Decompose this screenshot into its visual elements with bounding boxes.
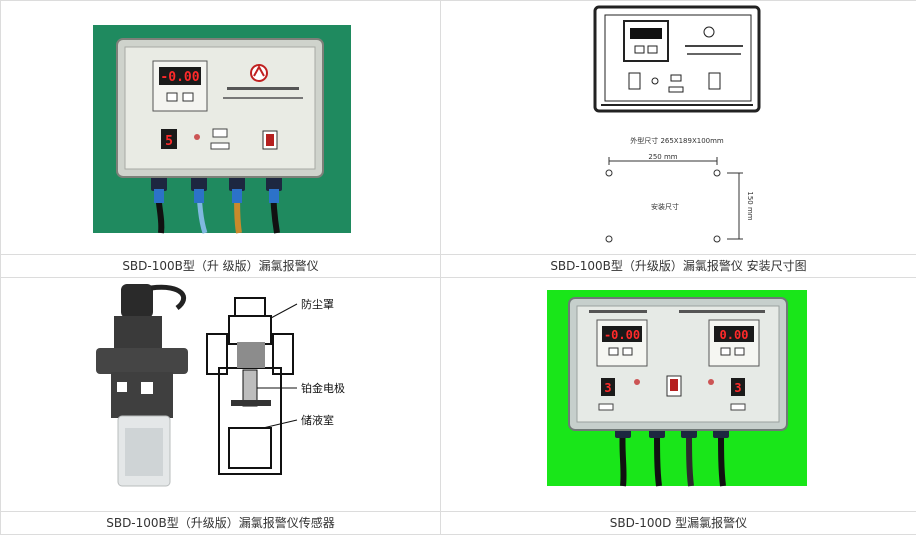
digit-right: 3 bbox=[734, 381, 741, 395]
display-reading: -0.00 bbox=[160, 70, 199, 85]
product-photo-sbd100d[interactable]: -0.00 0.00 3 3 bbox=[441, 278, 916, 513]
display-left-reading: -0.00 bbox=[604, 328, 640, 342]
product-card-sensor[interactable]: 防尘罩 铂金电极 储液室 SBD-100B型（升级版）漏氯报警仪传感器 bbox=[0, 278, 441, 535]
digit-left: 3 bbox=[604, 381, 611, 395]
height-dimension: 150 mm bbox=[746, 191, 754, 220]
label-dust-cap: 防尘罩 bbox=[301, 297, 334, 311]
product-caption[interactable]: SBD-100B型（升级版）漏氯报警仪 安装尺寸图 bbox=[441, 254, 916, 277]
display-right-reading: 0.00 bbox=[720, 328, 749, 342]
alarm-digit: 5 bbox=[165, 134, 173, 149]
installation-drawing[interactable]: 外型尺寸 265X189X100mm 250 mm 150 mm bbox=[441, 1, 916, 257]
product-caption[interactable]: SBD-100B型（升级版）漏氯报警仪传感器 bbox=[1, 511, 440, 534]
product-card-sbd100b[interactable]: -0.00 5 SBD-100B型（升 级版）漏氯报警仪 bbox=[0, 0, 441, 278]
mount-size-label: 安装尺寸 bbox=[651, 202, 679, 211]
width-dimension: 250 mm bbox=[648, 153, 677, 161]
product-card-installation[interactable]: 外型尺寸 265X189X100mm 250 mm 150 mm bbox=[441, 0, 916, 278]
label-reservoir: 储液室 bbox=[301, 413, 334, 427]
product-card-sbd100d[interactable]: -0.00 0.00 3 3 S bbox=[441, 278, 916, 535]
product-photo-sbd100b[interactable]: -0.00 5 bbox=[1, 1, 440, 257]
label-platinum-electrode: 铂金电极 bbox=[301, 381, 345, 395]
sensor-photo[interactable]: 防尘罩 铂金电极 储液室 bbox=[1, 278, 440, 513]
product-caption[interactable]: SBD-100B型（升 级版）漏氯报警仪 bbox=[1, 254, 440, 277]
outline-size-label: 外型尺寸 265X189X100mm bbox=[630, 136, 724, 145]
product-caption[interactable]: SBD-100D 型漏氯报警仪 bbox=[441, 511, 916, 534]
